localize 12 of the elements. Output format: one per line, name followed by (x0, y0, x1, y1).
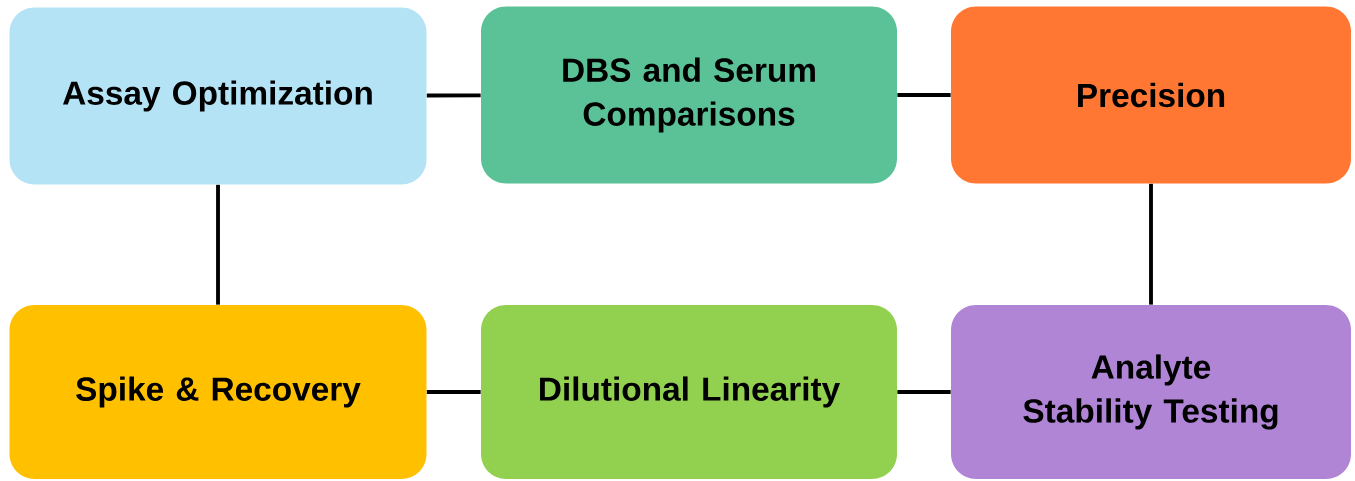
connector-line (216, 184, 220, 305)
connector-line (897, 390, 951, 394)
process-box: Assay Optimization (9, 7, 427, 185)
process-box: Spike & Recovery (9, 305, 427, 479)
connector-line (426, 93, 481, 98)
connector-line (426, 390, 481, 394)
process-box: Analyte Stability Testing (951, 305, 1351, 479)
process-box: DBS and Serum Comparisons (481, 6, 897, 184)
process-box: Precision (951, 6, 1351, 184)
connector-line (1149, 183, 1153, 305)
connector-line (897, 93, 951, 97)
process-box: Dilutional Linearity (481, 305, 897, 479)
